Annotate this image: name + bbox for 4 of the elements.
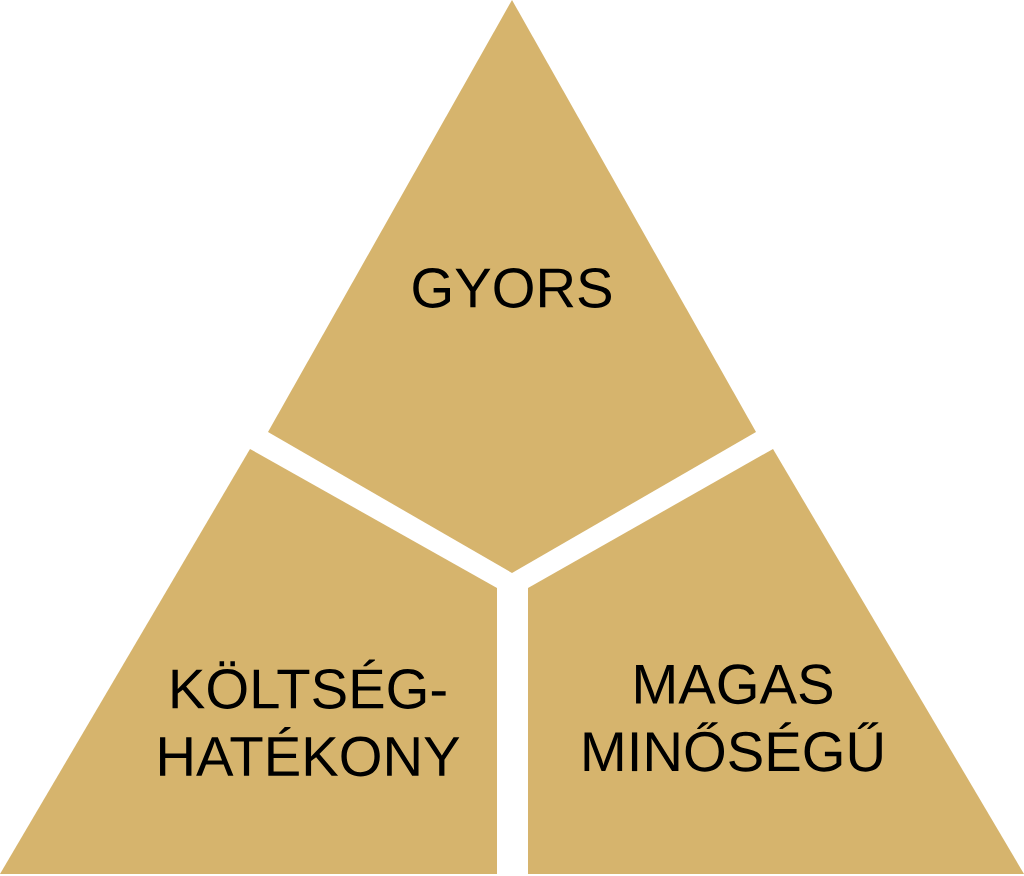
- diagram-section: GYORS: [268, 0, 756, 573]
- diagram-section: KÖLTSÉG- HATÉKONY: [0, 449, 497, 874]
- node-label: GYORS: [413, 268, 611, 308]
- diagram-section: MAGAS MINŐSÉGŰ: [528, 449, 1024, 874]
